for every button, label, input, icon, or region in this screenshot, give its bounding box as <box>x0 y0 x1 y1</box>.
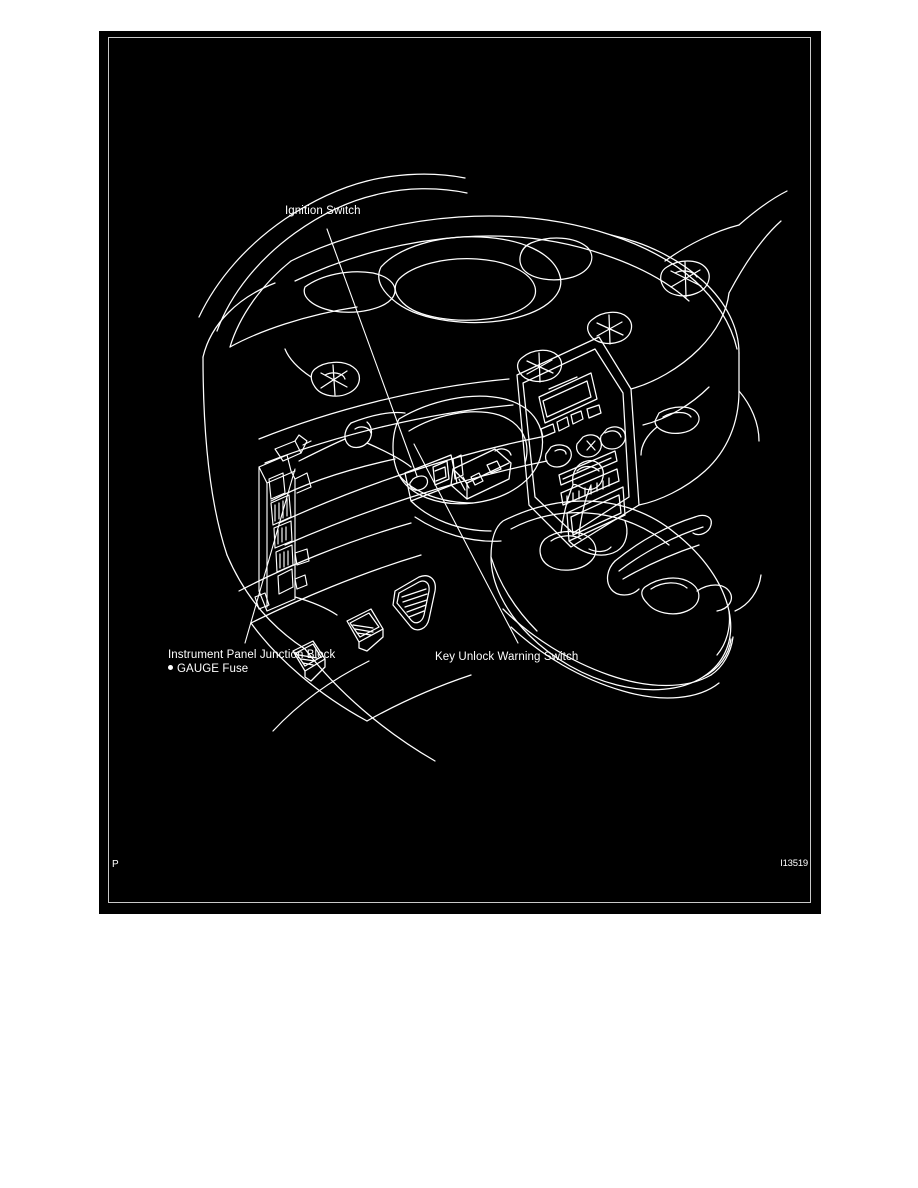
callout-instrument-panel-junction-block: Instrument Panel Junction Block GAUGE Fu… <box>168 648 335 676</box>
figure-id-number: I13519 <box>780 858 808 869</box>
figure-panel: Ignition Switch Instrument Panel Junctio… <box>99 31 821 914</box>
callout-ignition-switch: Ignition Switch <box>285 204 361 218</box>
page-mark: P <box>112 859 119 870</box>
callout-junction-block-label: Instrument Panel Junction Block <box>168 649 336 661</box>
instrument-panel-illustration <box>198 173 788 762</box>
callout-key-unlock-warning-switch: Key Unlock Warning Switch <box>435 650 578 664</box>
bullet-dot-icon <box>168 665 173 671</box>
callout-ignition-switch-label: Ignition Switch <box>285 205 361 217</box>
callout-gauge-fuse-label: GAUGE Fuse <box>177 663 249 675</box>
callout-junction-block-subline: GAUGE Fuse <box>168 662 335 676</box>
callout-key-unlock-label: Key Unlock Warning Switch <box>435 651 579 663</box>
